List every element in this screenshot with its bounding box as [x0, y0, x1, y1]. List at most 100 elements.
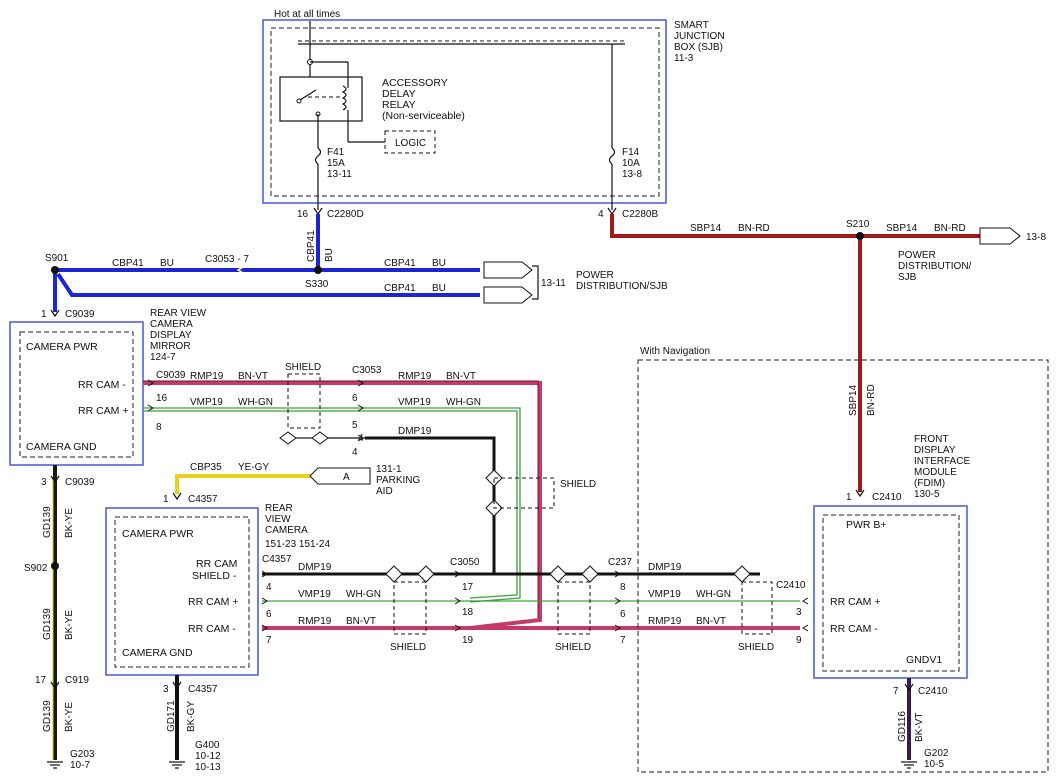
pin-1-c2410-label: 1	[846, 492, 852, 503]
cbp41-vertical-label: CBP41	[306, 230, 317, 262]
pin-9-label: 9	[796, 635, 802, 646]
c4357-bot-label: C4357	[188, 684, 218, 695]
bu-b-label: BU	[432, 258, 446, 269]
ref-13-11-label: 13-11	[541, 278, 566, 289]
g202-label: G202 10-5	[924, 748, 951, 770]
pin-5-label: 5	[352, 420, 358, 431]
pin-19-label: 19	[462, 635, 474, 646]
power-dist-connector-1	[483, 261, 533, 279]
c2410-a-label: C2410	[776, 580, 806, 591]
parking-aid-connector	[309, 467, 371, 485]
rr-cam-minus-2-label: RR CAM -	[188, 623, 236, 635]
c3053-7-label: C3053 - 7	[205, 254, 249, 265]
blue-wires	[53, 214, 480, 312]
pin-6a-label: 6	[352, 393, 358, 404]
fdim-name-label: FRONT DISPLAY INTERFACE MODULE (FDIM) 13…	[914, 434, 973, 500]
rr-cam-plus-2-label: RR CAM +	[188, 596, 238, 608]
pin-8b-label: 8	[620, 582, 626, 593]
with-navigation-label: With Navigation	[640, 346, 710, 357]
wh-gn-b-label: WH-GN	[446, 397, 481, 408]
power-distribution-label: POWER DISTRIBUTION/ SJB	[898, 250, 974, 283]
power-dist-connector-2	[483, 286, 533, 304]
pin-18-label: 18	[462, 607, 474, 618]
gd116-label: GD116	[897, 711, 908, 742]
g203-label: G203 10-7	[70, 749, 97, 771]
c237-label: C237	[608, 557, 632, 568]
c2410-bot-label: C2410	[918, 686, 948, 697]
wh-gn-c-label: WH-GN	[346, 589, 381, 600]
camera-pwr-1-label: CAMERA PWR	[26, 341, 98, 353]
sbp14-vertical-label: SBP14	[848, 384, 859, 416]
splice-s901	[51, 266, 59, 274]
shield-c-label: SHIELD	[390, 642, 426, 653]
c2410-top-label: C2410	[872, 492, 902, 503]
rmp19-b-label: RMP19	[398, 371, 432, 382]
camera-pwr-2-label: CAMERA PWR	[122, 528, 194, 540]
pin-6c-label: 6	[620, 609, 626, 620]
rr-cam-minus-1-label: RR CAM -	[78, 379, 126, 391]
pin-4-label: 4	[598, 209, 604, 220]
s902-label: S902	[24, 563, 48, 574]
shield-a-label: SHIELD	[285, 362, 321, 373]
bn-rd-vertical-label: BN-RD	[866, 384, 877, 416]
rear-camera-name-label: REAR VIEW CAMERA 151-23 151-24	[265, 503, 330, 550]
s330-label: S330	[305, 279, 329, 290]
fuse-f14-label: F14 10A 13-8	[622, 147, 642, 180]
vmp19-a-label: VMP19	[190, 397, 223, 408]
splice-s330	[314, 266, 322, 274]
dmp19-a-label: DMP19	[398, 426, 432, 437]
cbp41-a-label: CBP41	[112, 258, 144, 269]
pin-4d-label: 4	[266, 582, 272, 593]
c3053-label: C3053	[352, 365, 382, 376]
pin-3c-label: 3	[163, 684, 169, 695]
fuse-f41-label: F41 15A 13-11	[327, 147, 352, 180]
bn-rd-1-label: BN-RD	[738, 223, 770, 234]
camera-gnd-2-label: CAMERA GND	[122, 647, 193, 659]
bu-vertical-label: BU	[324, 248, 335, 262]
c9039-mid-label: C9039	[156, 370, 186, 381]
logic-label: LOGIC	[395, 138, 426, 149]
bk-ye-b-label: BK-YE	[64, 610, 75, 640]
pin-17-label: 17	[462, 582, 474, 593]
rmp19-c-label: RMP19	[298, 616, 332, 627]
pin-7b-label: 7	[620, 635, 626, 646]
rear-view-camera	[105, 507, 259, 676]
rr-cam-plus-1-label: RR CAM +	[78, 405, 128, 417]
sbp14-2-label: SBP14	[886, 223, 918, 234]
shield-b-label: SHIELD	[560, 479, 596, 490]
c919-label: C919	[65, 675, 89, 686]
green-wires	[143, 407, 800, 603]
bk-gy-label: BK-GY	[186, 701, 197, 732]
conn-a-label: A	[343, 472, 350, 483]
cbp35-label: CBP35	[190, 462, 222, 473]
pin-3b-label: 3	[41, 477, 47, 488]
pin-1-c9039-label: 1	[41, 309, 47, 320]
c3050-label: C3050	[450, 557, 480, 568]
c4357-mid-label: C4357	[262, 554, 292, 565]
bk-ye-c-label: BK-YE	[64, 702, 75, 732]
gd139-a-label: GD139	[42, 506, 53, 538]
bn-vt-b-label: BN-VT	[446, 371, 476, 382]
rmp19-d-label: RMP19	[648, 616, 682, 627]
c2280d-label: C2280D	[327, 209, 364, 220]
front-display-interface-module	[813, 505, 968, 679]
s901-label: S901	[45, 253, 69, 264]
sjb-name-label: SMART JUNCTION BOX (SJB) 11-3	[674, 20, 727, 64]
yellow-wire	[175, 474, 318, 494]
bn-vt-a-label: BN-VT	[238, 371, 268, 382]
bn-vt-c-label: BN-VT	[346, 616, 376, 627]
power-distribution-sjb-label: POWER DISTRIBUTION/SJB	[576, 270, 668, 292]
vmp19-d-label: VMP19	[648, 589, 681, 600]
pin-4c-label: 4	[352, 447, 358, 458]
rr-cam-plus-3-label: RR CAM +	[830, 596, 880, 608]
c2280b-label: C2280B	[622, 209, 658, 220]
bn-vt-d-label: BN-VT	[696, 616, 726, 627]
smart-junction-box	[262, 19, 667, 210]
shield-d-label: SHIELD	[555, 642, 591, 653]
mirror-name-label: REAR VIEW CAMERA DISPLAY MIRROR 124-7	[150, 308, 209, 363]
bu-c-label: BU	[432, 283, 446, 294]
bk-vt-label: BK-VT	[914, 713, 925, 742]
pin-1-c4357-label: 1	[163, 494, 169, 505]
dmp19-c-label: DMP19	[648, 562, 682, 573]
pin-8-label: 8	[156, 422, 162, 433]
